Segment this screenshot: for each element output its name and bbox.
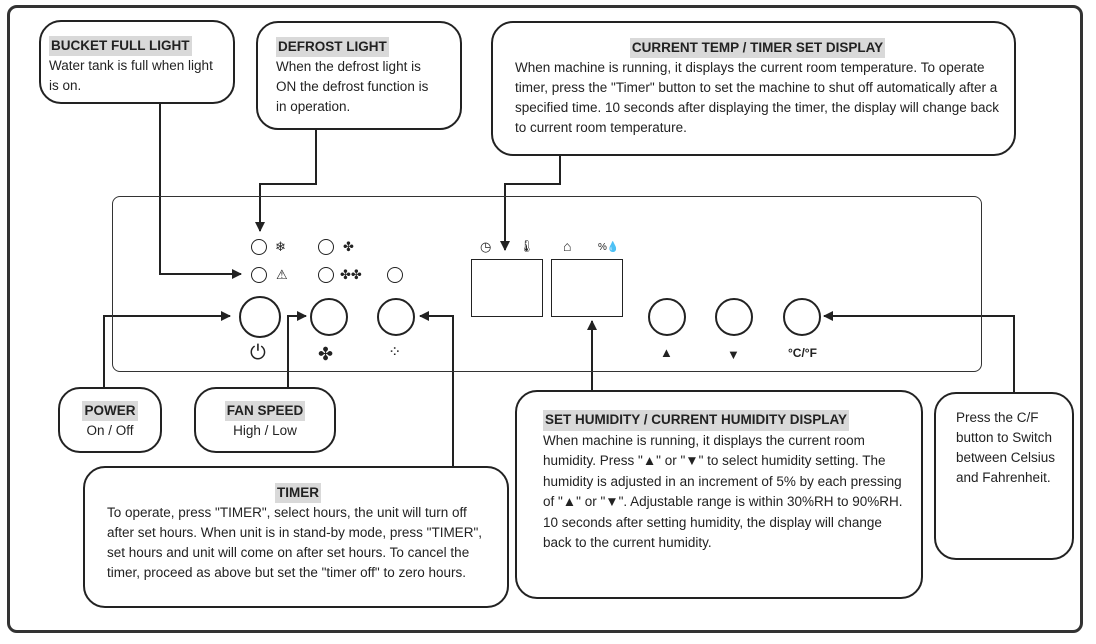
defrost-title: DEFROST LIGHT: [276, 37, 389, 57]
defrost-text: When the defrost light is ON the defrost…: [276, 59, 429, 114]
fan-leader: [287, 311, 307, 389]
bucket-full-title: BUCKET FULL LIGHT: [49, 36, 192, 56]
celsius-fahrenheit-callout: Press the C/F button to Switch between C…: [934, 392, 1074, 560]
thermometer-icon: 🌡: [519, 239, 535, 253]
defrost-leader: [255, 129, 317, 232]
defrost-callout: DEFROST LIGHT When the defrost light is …: [256, 21, 462, 130]
fan-speed-callout: FAN SPEED High / Low: [194, 387, 336, 453]
temp-timer-callout: CURRENT TEMP / TIMER SET DISPLAY When ma…: [491, 21, 1016, 156]
fan-speed-title: FAN SPEED: [224, 401, 306, 421]
bucket-leader: [159, 104, 242, 279]
humidity-text: When machine is running, it displays the…: [543, 432, 903, 551]
percent-drop-icon: %💧: [598, 242, 620, 253]
humidity-house-icon: ⌂: [563, 238, 572, 254]
bucket-full-text: Water tank is full when light is on.: [49, 58, 213, 93]
power-callout: POWER On / Off: [58, 387, 162, 453]
fan-high-led: [318, 267, 334, 283]
bucket-full-callout: BUCKET FULL LIGHT Water tank is full whe…: [39, 20, 235, 104]
celsius-fahrenheit-text: Press the C/F button to Switch between C…: [956, 410, 1056, 485]
display-leader: [500, 156, 561, 251]
up-arrow-icon: ▲: [660, 345, 673, 360]
power-leader: [103, 311, 231, 389]
temp-timer-text: When machine is running, it displays the…: [515, 60, 1000, 135]
humidity-title: SET HUMIDITY / CURRENT HUMIDITY DISPLAY: [543, 410, 850, 431]
fan-low-led: [318, 239, 334, 255]
down-arrow-icon: ▼: [727, 347, 740, 362]
power-button[interactable]: [239, 296, 281, 338]
humidity-display: [551, 259, 623, 317]
fan-high-icon: ✤✤: [340, 267, 362, 282]
clock-icon: ◷: [480, 239, 492, 254]
celsius-fahrenheit-icon: °C/°F: [788, 346, 817, 360]
timer-title: TIMER: [275, 483, 321, 503]
timer-text: To operate, press "TIMER", select hours,…: [107, 505, 482, 580]
timer-icon: ⁘: [388, 344, 402, 361]
defrost-led: [251, 239, 267, 255]
humidity-callout: SET HUMIDITY / CURRENT HUMIDITY DISPLAY …: [515, 390, 923, 599]
down-button[interactable]: [715, 298, 753, 336]
timer-leader: [419, 311, 454, 466]
control-panel: [112, 196, 982, 372]
warning-icon: ⚠: [276, 267, 288, 282]
defrost-icon: ❄: [275, 239, 286, 254]
fan-speed-text: High / Low: [233, 423, 297, 438]
power-title: POWER: [82, 401, 138, 421]
celsius-fahrenheit-button[interactable]: [783, 298, 821, 336]
temp-timer-display: [471, 259, 543, 317]
timer-callout: TIMER To operate, press "TIMER", select …: [83, 466, 509, 608]
fan-speed-button[interactable]: [310, 298, 348, 336]
up-button[interactable]: [648, 298, 686, 336]
outer-frame: [7, 5, 1083, 633]
temp-timer-title: CURRENT TEMP / TIMER SET DISPLAY: [629, 38, 886, 58]
cf-leader: [823, 311, 1015, 392]
power-icon: ⏻: [250, 342, 266, 364]
bucket-full-led: [251, 267, 267, 283]
power-text: On / Off: [86, 423, 134, 438]
fan-icon: ✤: [318, 344, 334, 364]
timer-led: [387, 267, 403, 283]
timer-button[interactable]: [377, 298, 415, 336]
fan-low-icon: ✤: [343, 239, 354, 254]
